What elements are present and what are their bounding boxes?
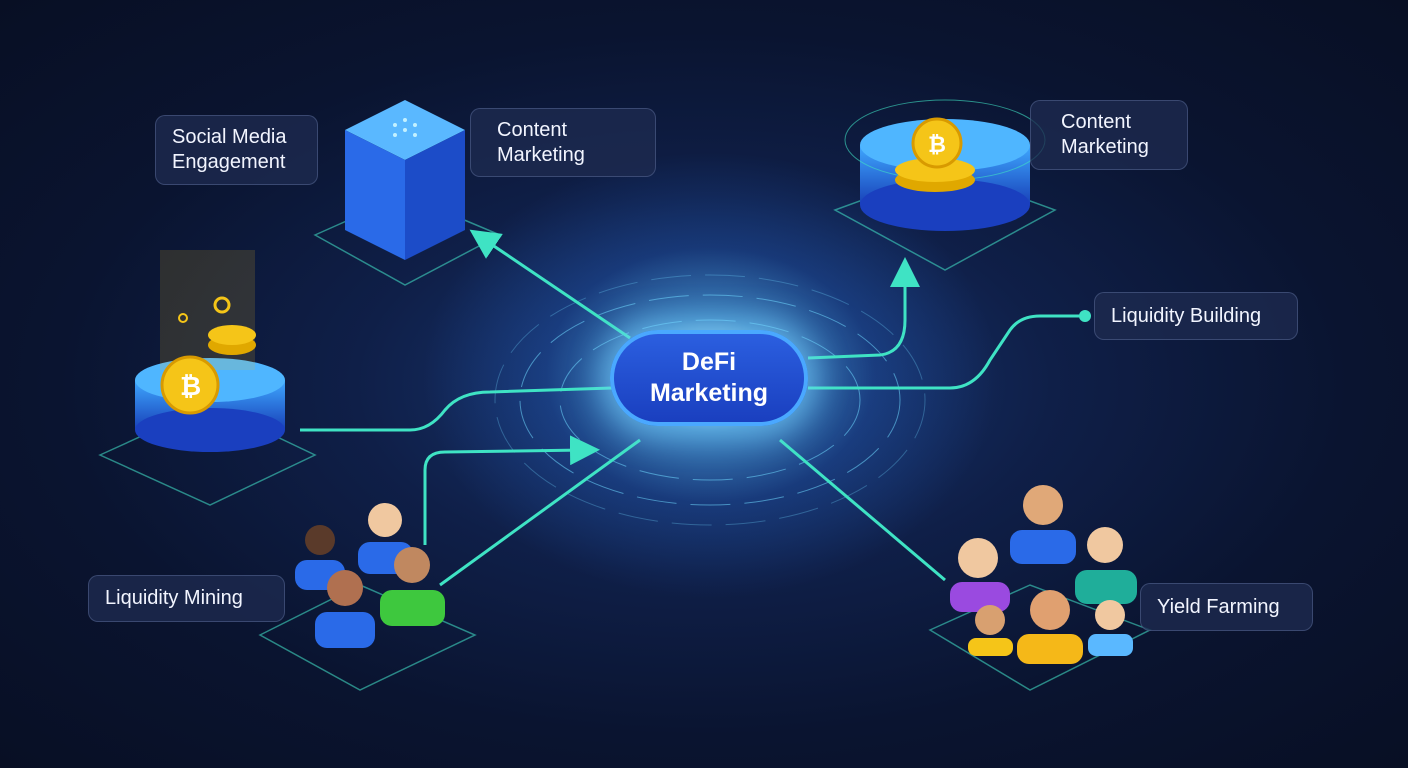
node-liquidity-mining: Liquidity Mining [88, 575, 285, 622]
node-label: Content [1061, 111, 1132, 133]
node-label: Liquidity Building [1111, 304, 1262, 327]
center-rings [494, 274, 926, 526]
connector-from-coins-left [300, 386, 613, 432]
connector-to-content-right [807, 257, 920, 360]
platform-mining [258, 584, 477, 691]
connector-from-mining-2 [439, 438, 641, 587]
connector-to-yield [779, 438, 946, 582]
node-label: Social Media [172, 126, 287, 148]
node-content-marketing-left: Content Marketing [470, 108, 656, 177]
center-node-defi-marketing: DeFi Marketing [610, 330, 808, 426]
liquidity-building-dot [1079, 310, 1091, 322]
node-label: Engagement [172, 151, 286, 173]
node-label: Yield Farming [1157, 595, 1280, 618]
node-label: Liquidity Mining [105, 587, 243, 609]
coin-stack-left-icon: ₿ [135, 250, 285, 452]
svg-text:₿: ₿ [180, 372, 201, 402]
connector-to-liquidity-building [808, 314, 1083, 390]
node-liquidity-building: Liquidity Building [1094, 292, 1298, 340]
center-title-line1: DeFi [681, 348, 737, 376]
blockchain-cube-icon [345, 100, 465, 260]
node-label: Marketing [1061, 136, 1149, 158]
node-content-marketing-right: Content Marketing [1030, 100, 1188, 170]
node-label: Marketing [497, 143, 585, 166]
connector-from-mining [423, 435, 600, 545]
svg-text:₿: ₿ [928, 133, 946, 158]
center-title-line2: Marketing [649, 379, 769, 407]
node-yield-farming: Yield Farming [1140, 583, 1313, 631]
people-group-right-icon [950, 485, 1137, 664]
node-social-media-engagement: Social Media Engagement [155, 115, 318, 185]
connectors [300, 229, 1083, 587]
people-group-left-icon [295, 503, 445, 648]
node-label: Content [497, 118, 568, 141]
coin-stack-right-icon: ₿ [844, 99, 1046, 231]
connector-to-content-left [469, 229, 631, 340]
